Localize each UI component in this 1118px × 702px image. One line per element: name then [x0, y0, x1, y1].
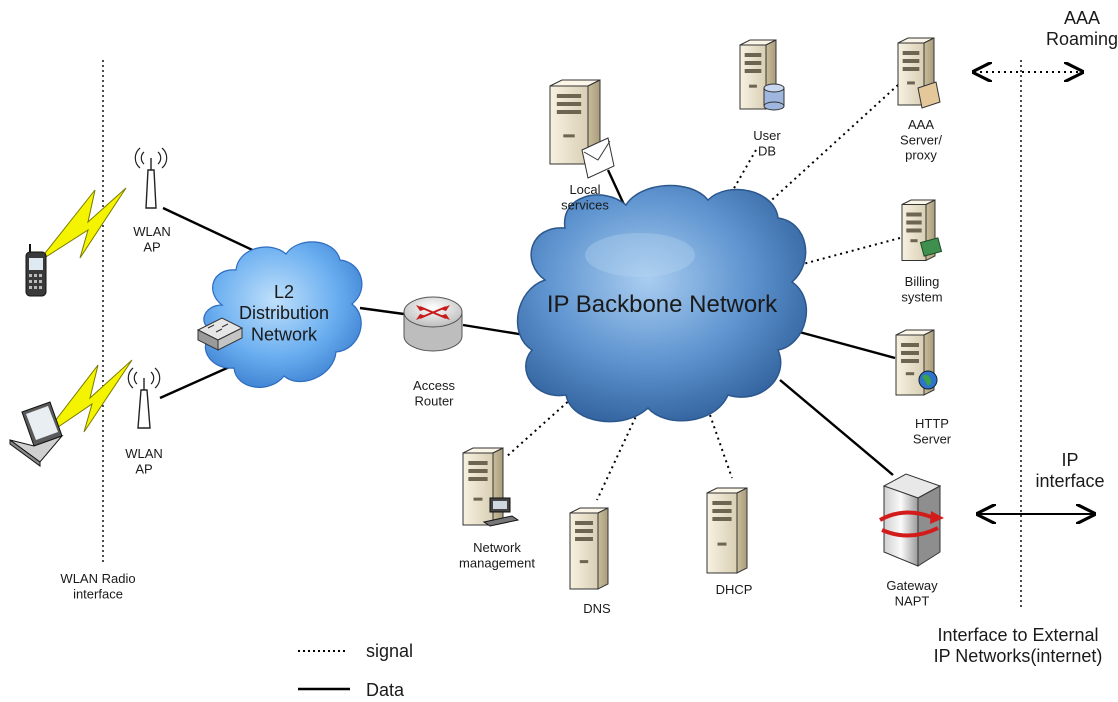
- signal-billing: [787, 237, 901, 269]
- workstation-icon: [482, 497, 520, 527]
- data-links: [159, 169, 896, 476]
- mobile-phone-icon: [25, 244, 47, 297]
- switch-icon: [196, 317, 244, 351]
- proxy-card-icon: [917, 81, 941, 109]
- globe-icon: [918, 370, 938, 390]
- dns-server-icon: [569, 507, 609, 590]
- router-arrows-icon: [416, 305, 450, 320]
- ip-backbone-label: IP Backbone Network: [547, 291, 778, 318]
- document-icon: [581, 137, 615, 179]
- signal-aaa: [762, 84, 899, 209]
- laptop-icon: [9, 401, 64, 467]
- legend: signal Data: [298, 641, 413, 700]
- link-backbone-http: [791, 328, 896, 360]
- billing-card-icon: [919, 237, 943, 257]
- signal-dns: [596, 411, 639, 501]
- ip-backbone-cloud: IP Backbone Network: [516, 184, 808, 423]
- dns-label: DNS: [583, 601, 611, 616]
- wireless-signal-bottom-icon: [41, 359, 133, 439]
- servers-group: [462, 37, 936, 590]
- http-server-icon: [895, 329, 935, 396]
- napt-arrow-icon: [879, 510, 944, 538]
- signal-userdb: [732, 149, 757, 191]
- legend-data-label: Data: [366, 680, 405, 700]
- antenna-icon: [127, 367, 161, 429]
- signal-links: [504, 84, 901, 501]
- database-icon: [763, 83, 785, 111]
- legend-signal-label: signal: [366, 641, 413, 661]
- dhcp-server-icon: [706, 487, 748, 574]
- network-management-server-icon: [462, 447, 504, 526]
- link-backbone-gateway: [779, 379, 894, 476]
- antenna-icon: [134, 147, 168, 209]
- link-router-backbone: [462, 323, 526, 337]
- signal-network-management: [504, 397, 573, 459]
- link-l2-router: [359, 306, 405, 316]
- dhcp-label: DHCP: [716, 582, 753, 597]
- signal-dhcp: [709, 414, 733, 479]
- wireless-signal-top-icon: [37, 187, 127, 263]
